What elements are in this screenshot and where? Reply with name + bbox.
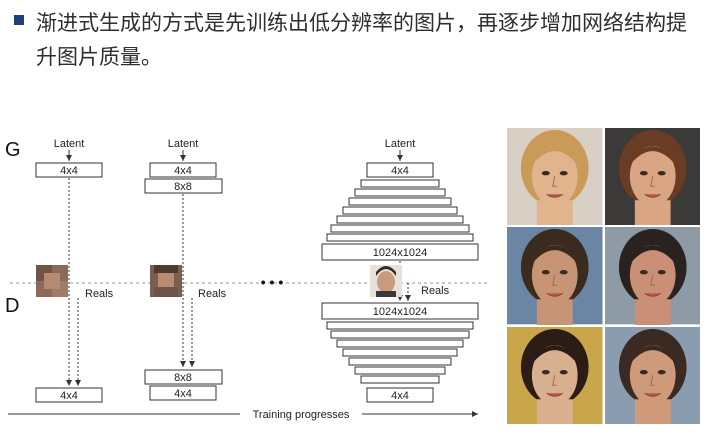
stage3-reals-label: Reals [421, 285, 450, 297]
stage2-g-4x4-label: 4x4 [174, 165, 192, 177]
generated-face-5 [507, 326, 603, 424]
stage1-g-4x4-block [35, 162, 103, 178]
stage3-g-1024-block [321, 243, 479, 261]
bullet-text: 渐进式生成的方式是先训练出低分辨率的图片，再逐步增加网络结构提升图片质量。 [36, 11, 687, 69]
g-label: G [5, 139, 21, 161]
stage3-g-intermediate-blocks [326, 179, 474, 242]
stage3-g-1024-label: 1024x1024 [373, 247, 427, 259]
generated-face-2 [604, 128, 700, 226]
stage1-d-4x4-label: 4x4 [60, 390, 78, 402]
generated-face-6 [604, 326, 700, 424]
stage2-d-4x4-label: 4x4 [174, 388, 192, 400]
generated-face-1 [507, 128, 603, 226]
generated-face-4 [604, 227, 700, 325]
stage2-real-thumbnail [150, 265, 182, 297]
bullet-marker [14, 15, 24, 25]
stage2-latent-label: Latent [168, 138, 199, 150]
stage2-g-8x8-label: 8x8 [174, 181, 192, 193]
training-progress-label: Training progresses [253, 409, 350, 421]
stage1-latent-label: Latent [54, 138, 85, 150]
stage2-d-8x8-block [144, 369, 223, 385]
generated-face-3 [507, 227, 603, 325]
stage3-d-intermediate-blocks [326, 321, 474, 384]
stage2-g-8x8-block [144, 178, 223, 194]
stage1-reals-label: Reals [85, 288, 114, 300]
stage3-latent-label: Latent [385, 138, 416, 150]
d-label: D [5, 295, 19, 317]
stage3-g-4x4-block [366, 162, 434, 178]
stage3-g-4x4-label: 4x4 [391, 165, 409, 177]
stage3-d-4x4-label: 4x4 [391, 390, 409, 402]
stage2-d-4x4-block [149, 385, 217, 401]
stage3-real-thumbnail [370, 265, 402, 297]
stage1-g-4x4-label: 4x4 [60, 165, 78, 177]
stage1-d-4x4-block [35, 387, 103, 403]
stage3-d-1024-block [321, 302, 479, 320]
stage3-d-4x4-block [366, 387, 434, 403]
stage1-real-thumbnail [36, 265, 68, 297]
stage2-d-8x8-label: 8x8 [174, 372, 192, 384]
generated-faces-grid [507, 128, 700, 424]
stage2-g-4x4-block [149, 162, 217, 178]
bullet-point: 渐进式生成的方式是先训练出低分辨率的图片，再逐步增加网络结构提升图片质量。 [14, 6, 694, 74]
progression-ellipsis: • • • [261, 274, 284, 290]
stage2-reals-label: Reals [198, 288, 227, 300]
stage3-d-1024-label: 1024x1024 [373, 306, 427, 318]
